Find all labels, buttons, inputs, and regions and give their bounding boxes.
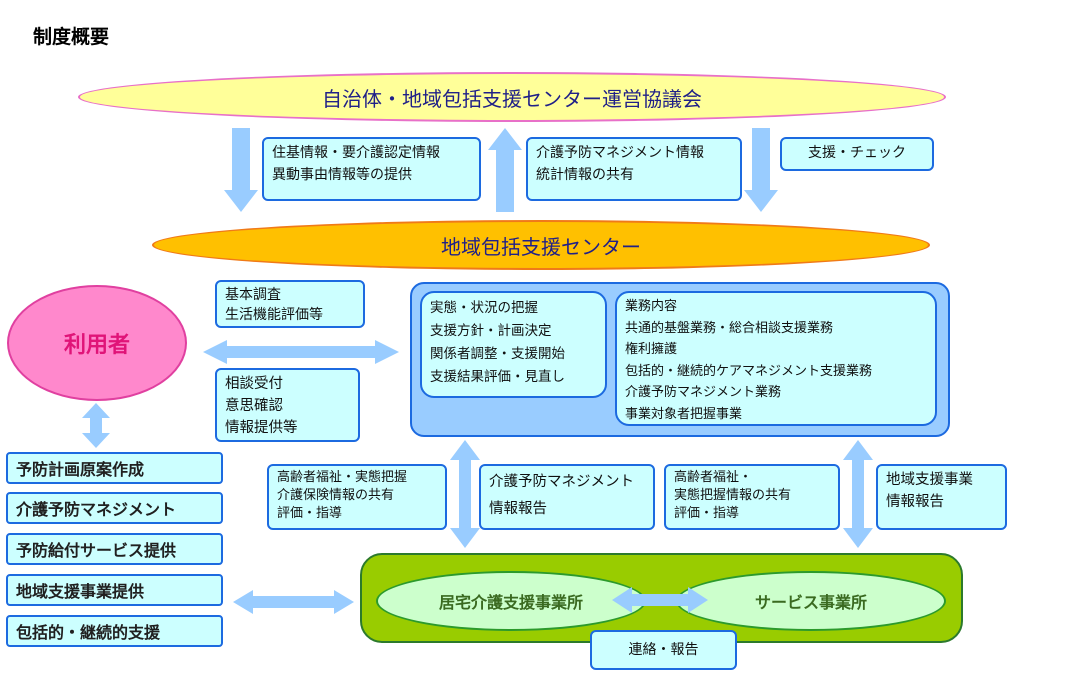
council-label: 自治体・地域包括支援センター運営協議会 <box>322 86 702 111</box>
info-provide-line-1: 住基情報・要介護認定情報 <box>272 145 440 161</box>
process-line-4: 支援結果評価・見直し <box>430 369 565 385</box>
arrow-up-middle <box>488 128 522 212</box>
arrow-down-right <box>744 128 778 212</box>
basic-survey-box: 基本調査 生活機能評価等 <box>215 280 365 328</box>
consultation-line-1: 相談受付 <box>225 376 283 392</box>
elderly-right-line-3: 評価・指導 <box>674 506 740 521</box>
left-list-item-5: 包括的・継続的支援 <box>6 615 223 647</box>
service-ellipse: サービス事業所 <box>676 571 946 631</box>
service-label: サービス事業所 <box>754 593 867 612</box>
left-list-label-3: 予防給付サービス提供 <box>16 541 177 560</box>
center-label: 地域包括支援センター <box>441 234 641 259</box>
process-line-3: 関係者調整・支援開始 <box>430 346 565 362</box>
provider-ellipse: 居宅介護支援事業所 <box>376 571 646 631</box>
regional-report-box: 地域支援事業 情報報告 <box>876 464 1007 530</box>
work-box: 業務内容 共通的基盤業務・総合相談支援業務 権利擁護 包括的・継続的ケアマネジメ… <box>615 291 937 426</box>
process-line-1: 実態・状況の把握 <box>430 300 538 316</box>
consultation-line-3: 情報提供等 <box>225 420 298 436</box>
mgmt-share-line-1: 介護予防マネジメント情報 <box>536 145 704 161</box>
support-check-box: 支援・チェック <box>780 137 934 171</box>
regional-report-line-1: 地域支援事業 <box>886 472 973 488</box>
support-check-label: 支援・チェック <box>808 145 906 161</box>
process-line-2: 支援方針・計画決定 <box>430 323 552 339</box>
page-title: 制度概要 <box>33 26 110 48</box>
mgmt-report-line-2: 情報報告 <box>489 501 547 517</box>
left-list-item-1: 予防計画原案作成 <box>6 452 223 484</box>
work-line-4: 包括的・継続的ケアマネジメント支援業務 <box>625 363 873 379</box>
mgmt-share-line-2: 統計情報の共有 <box>536 167 634 183</box>
left-list-item-3: 予防給付サービス提供 <box>6 533 223 565</box>
regional-report-line-2: 情報報告 <box>886 494 944 510</box>
mgmt-report-line-1: 介護予防マネジメント <box>489 474 634 490</box>
user-ellipse: 利用者 <box>7 285 187 401</box>
work-line-6: 事業対象者把握事業 <box>625 406 743 422</box>
elderly-left-box: 高齢者福祉・実態把握 介護保険情報の共有 評価・指導 <box>267 464 447 530</box>
basic-survey-line-2: 生活機能評価等 <box>225 307 323 323</box>
arrow-provider-service-overlay <box>612 587 708 613</box>
arrow-panel-green-right <box>843 440 873 548</box>
info-provide-box: 住基情報・要介護認定情報 異動事由情報等の提供 <box>262 137 481 201</box>
work-line-3: 権利擁護 <box>625 342 678 357</box>
left-list-label-1: 予防計画原案作成 <box>16 460 145 479</box>
left-list-label-5: 包括的・継続的支援 <box>16 623 161 642</box>
left-list-label-4: 地域支援事業提供 <box>16 582 145 601</box>
work-line-2: 共通的基盤業務・総合相談支援業務 <box>625 320 834 336</box>
consultation-line-2: 意思確認 <box>225 398 283 414</box>
arrow-down-left <box>224 128 258 212</box>
elderly-left-line-3: 評価・指導 <box>277 506 343 521</box>
elderly-right-box: 高齢者福祉・ 実態把握情報の共有 評価・指導 <box>664 464 840 530</box>
mgmt-report-box: 介護予防マネジメント 情報報告 <box>479 464 655 530</box>
elderly-left-line-2: 介護保険情報の共有 <box>277 488 395 503</box>
center-ellipse: 地域包括支援センター <box>152 220 930 270</box>
elderly-left-line-1: 高齢者福祉・実態把握 <box>277 470 408 485</box>
left-list-item-4: 地域支援事業提供 <box>6 574 223 606</box>
process-box: 実態・状況の把握 支援方針・計画決定 関係者調整・支援開始 支援結果評価・見直し <box>420 291 607 398</box>
council-ellipse: 自治体・地域包括支援センター運営協議会 <box>78 72 946 122</box>
provider-label: 居宅介護支援事業所 <box>438 593 583 612</box>
info-provide-line-2: 異動事由情報等の提供 <box>272 167 412 183</box>
mgmt-share-box: 介護予防マネジメント情報 統計情報の共有 <box>526 137 742 201</box>
left-list-item-2: 介護予防マネジメント <box>6 492 223 524</box>
work-line-1: 業務内容 <box>625 299 678 314</box>
elderly-right-line-1: 高齢者福祉・ <box>674 470 753 485</box>
basic-survey-line-1: 基本調査 <box>225 287 281 303</box>
contact-box: 連絡・報告 <box>590 630 737 670</box>
work-line-5: 介護予防マネジメント業務 <box>625 385 782 400</box>
arrow-user-center <box>203 340 399 364</box>
arrow-user-list <box>82 403 110 448</box>
user-label: 利用者 <box>63 333 130 358</box>
left-list-label-2: 介護予防マネジメント <box>16 500 177 519</box>
contact-label: 連絡・報告 <box>628 642 699 658</box>
arrow-list-green <box>233 590 354 614</box>
elderly-right-line-2: 実態把握情報の共有 <box>674 488 792 503</box>
consultation-box: 相談受付 意思確認 情報提供等 <box>215 368 360 442</box>
arrow-panel-green-left <box>450 440 480 548</box>
